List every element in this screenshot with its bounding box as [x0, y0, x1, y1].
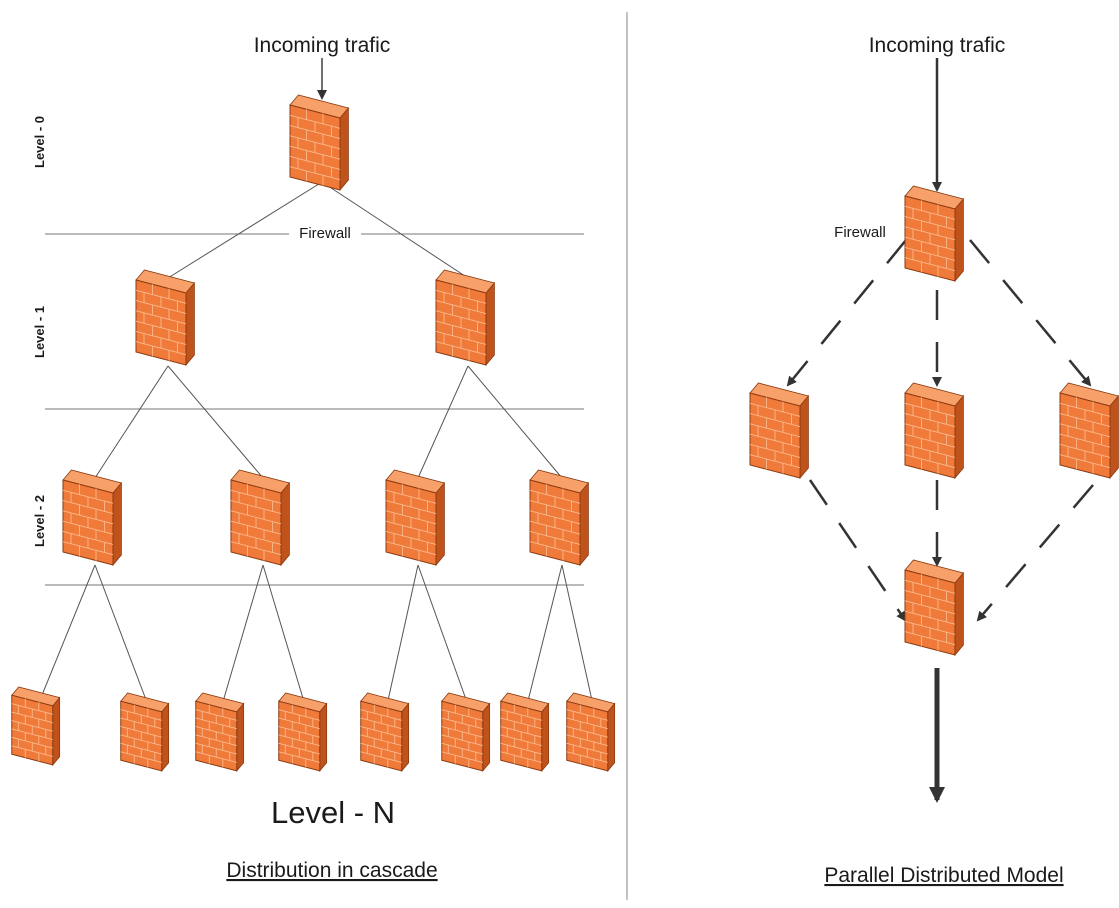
firewall-icon: [904, 382, 965, 480]
caption-right: Parallel Distributed Model: [824, 864, 1063, 887]
firewall-icon: [230, 469, 291, 567]
incoming-traffic-label-left: Incoming trafic: [254, 34, 391, 57]
firewall-icon: [904, 185, 965, 283]
firewall-icon: [435, 269, 496, 367]
incoming-traffic-label-right: Incoming trafic: [869, 34, 1006, 57]
firewall-icon: [195, 692, 245, 772]
firewall-label-bg-left: [289, 222, 361, 244]
firewall-icon: [289, 94, 350, 192]
firewall-icon: [135, 269, 196, 367]
cascade-links: [39, 181, 594, 706]
firewall-icon: [749, 382, 810, 480]
left-panel: Level - 0 Level - 1 Level - 2 Incoming t…: [11, 34, 616, 882]
firewall-icon: [1059, 382, 1119, 480]
firewall-icon: [529, 469, 590, 567]
firewall-icon: [278, 692, 328, 772]
parallel-links: [786, 239, 1094, 622]
firewall-icon: [360, 692, 410, 772]
firewall-icon: [566, 692, 616, 772]
firewall-icon: [441, 692, 491, 772]
level-label-2: Level - 2: [32, 495, 47, 547]
firewall-label-left: Firewall: [299, 225, 351, 242]
level-n-label: Level - N: [271, 795, 395, 830]
right-panel: Incoming trafic Firewall Parallel Distri…: [749, 34, 1119, 887]
firewall-icon: [500, 692, 550, 772]
firewall-icon: [385, 469, 446, 567]
caption-left: Distribution in cascade: [226, 859, 437, 882]
firewall-icon: [11, 686, 61, 766]
level-label-0: Level - 0: [32, 116, 47, 168]
firewall-icon: [62, 469, 123, 567]
firewall-icon: [904, 559, 965, 657]
firewall-icon: [120, 692, 170, 772]
firewall-label-right: Firewall: [834, 224, 886, 241]
level-label-1: Level - 1: [32, 306, 47, 358]
